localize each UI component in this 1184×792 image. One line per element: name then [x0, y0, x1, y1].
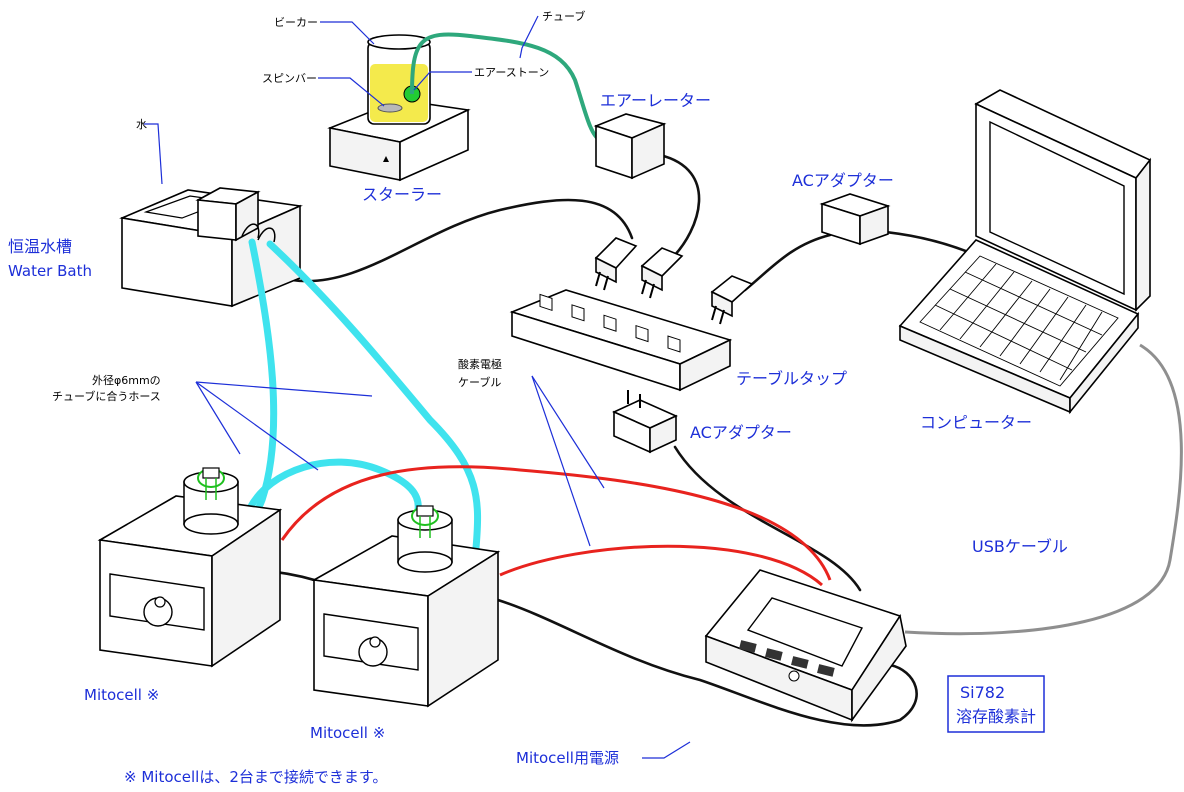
label-hose-2: チューブに合うホース — [52, 389, 161, 403]
label-water-bath-jp: 恒温水槽 — [8, 237, 72, 256]
stirrer-device — [327, 99, 471, 182]
labels: ビーカー チューブ スピンバー エアーストーン スターラー エアーレーター 水 … — [8, 9, 1068, 786]
label-meter-model: Si782 — [960, 683, 1005, 702]
mitocell-right-device — [311, 505, 501, 708]
label-mitocell-left: Mitocell ※ — [84, 686, 159, 704]
pc-adapter-cable — [743, 233, 832, 292]
si782-label-box: Si782 溶存酸素計 — [947, 675, 1045, 733]
label-air-stone: エアーストーン — [474, 66, 549, 79]
label-meter-name: 溶存酸素計 — [956, 707, 1036, 726]
water-bath-power-cable — [290, 198, 634, 283]
plugs — [594, 237, 754, 325]
label-water-bath-en: Water Bath — [8, 262, 92, 280]
plug-pc-adapter — [710, 275, 754, 325]
aerator-power-cable — [658, 153, 701, 260]
label-mitocell-right: Mitocell ※ — [310, 724, 385, 742]
label-mitocell-power: Mitocell用電源 — [516, 749, 619, 767]
plug-aerator — [640, 247, 684, 299]
electrode-cables — [280, 465, 832, 587]
label-aerator: エアーレーター — [600, 91, 711, 110]
label-electrode-cable-1: 酸素電極 — [458, 357, 502, 371]
mitocell-left-device — [97, 467, 283, 668]
laptop-computer — [898, 89, 1152, 415]
label-beaker: ビーカー — [274, 16, 318, 29]
beaker — [367, 34, 431, 125]
plug-water-bath — [594, 237, 638, 291]
label-water: 水 — [136, 118, 147, 131]
leader-lines — [144, 15, 691, 759]
air-tube — [410, 32, 602, 142]
ac-adapter-meter-device — [612, 390, 678, 454]
label-power-strip: テーブルタップ — [736, 369, 847, 388]
label-ac-adapter-meter: ACアダプター — [690, 423, 792, 442]
power-strip-device — [509, 289, 733, 392]
label-stirrer: スターラー — [362, 185, 442, 204]
spin-bar — [377, 103, 403, 113]
label-usb-cable: USBケーブル — [972, 537, 1068, 556]
label-electrode-cable-2: ケーブル — [458, 375, 501, 389]
label-tube: チューブ — [542, 9, 585, 23]
label-computer: コンピューター — [920, 413, 1032, 432]
label-hose-1: 外径φ6mmの — [92, 374, 161, 387]
label-footnote: ※ Mitocellは、2台まで接続できます。 — [124, 768, 387, 786]
meter-power-cable — [673, 445, 862, 592]
aerator-device — [593, 113, 667, 180]
si782-meter-device — [704, 569, 907, 723]
label-spin-bar: スピンバー — [262, 72, 317, 85]
usb-cable — [904, 343, 1183, 636]
label-ac-adapter-pc: ACアダプター — [792, 171, 894, 190]
water-bath-device — [119, 187, 303, 308]
ac-adapter-pc-device — [819, 193, 891, 246]
